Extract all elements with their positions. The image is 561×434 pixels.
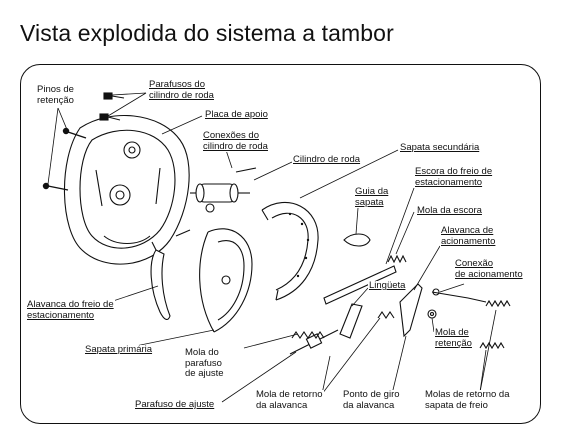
actuating-link — [431, 288, 487, 303]
label-wheel-cylinder: Cilindro de roda — [292, 154, 362, 166]
label-lever-pivot: Ponto de giro da alavanca — [342, 389, 401, 411]
wheel-cylinder-links — [175, 167, 257, 237]
label-retaining-pins: Pinos de retenção — [36, 84, 75, 106]
label-lever-return-spring: Mola de retorno da alavanca — [255, 389, 324, 411]
label-wheel-cylinder-bolts: Parafusos do cilindro de roda — [148, 79, 215, 101]
label-strut-spring: Mola da escora — [416, 205, 483, 217]
label-adjusting-screw-spring: Mola do parafuso de ajuste — [184, 347, 225, 380]
shoe-return-springs — [479, 299, 511, 350]
parking-brake-lever — [150, 241, 171, 321]
label-actuating-lever: Alavanca de acionamento — [440, 225, 497, 247]
strut-spring — [387, 254, 407, 264]
label-parking-brake-lever: Alavanca do freio de estacionamento — [26, 299, 115, 321]
shoe-guide — [343, 233, 371, 247]
adjusting-screw — [289, 329, 339, 355]
parking-brake-strut — [323, 265, 397, 305]
pawl — [339, 303, 363, 339]
secondary-shoe — [261, 201, 319, 301]
lever-return-spring — [377, 311, 395, 319]
primary-shoe — [199, 228, 253, 333]
actuating-lever — [399, 283, 423, 338]
label-shoe-return-springs: Molas de retorno da sapata de freio — [424, 389, 511, 411]
label-pawl: Lingüeta — [368, 280, 407, 292]
label-secondary-shoe: Sapata secundária — [399, 142, 481, 154]
label-primary-shoe: Sapata primária — [84, 344, 154, 356]
backing-plate — [63, 115, 190, 265]
hold-down-spring — [427, 309, 437, 319]
diagram-frame — [20, 64, 541, 424]
label-shoe-guide: Guia da sapata — [354, 186, 390, 208]
label-wheel-cylinder-links: Conexões do cilindro de roda — [202, 130, 269, 152]
label-backing-plate: Placa de apoio — [204, 109, 269, 121]
label-hold-down-spring: Mola de retenção — [434, 327, 473, 349]
page-title: Vista explodida do sistema a tambor — [20, 20, 394, 46]
wheel-cylinder — [190, 183, 250, 213]
wheel-cylinder-bolts — [99, 92, 125, 121]
label-parking-brake-strut: Escora do freio de estacionamento — [414, 166, 494, 188]
label-actuating-link: Conexão de acionamento — [454, 258, 524, 280]
label-adjusting-screw: Parafuso de ajuste — [134, 399, 216, 411]
